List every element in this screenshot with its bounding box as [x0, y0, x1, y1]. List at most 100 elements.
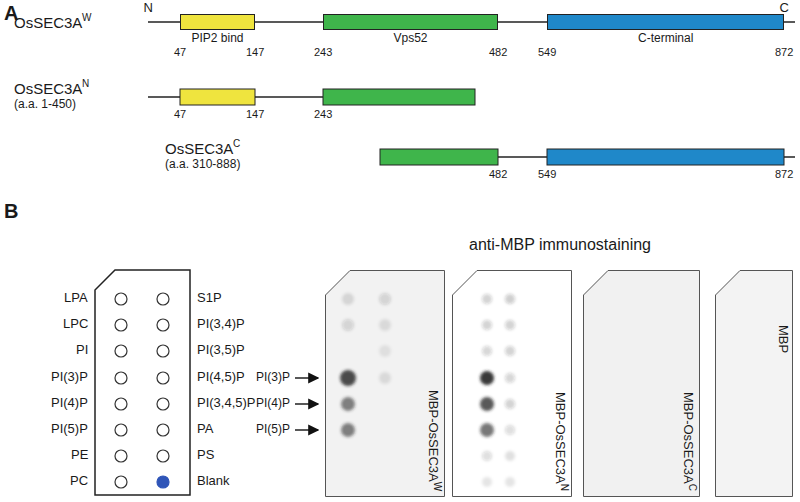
blot-label-text: W — [432, 482, 443, 491]
label-text: PI(3,4,5)P — [197, 396, 256, 411]
blot-label-text: N — [559, 484, 570, 491]
label-text: LPC — [63, 317, 88, 332]
label-text: PS — [197, 448, 214, 463]
blot-border — [326, 271, 445, 497]
label-text: PI — [76, 343, 88, 358]
blot-membrane: MBP-OsSEC3AC — [583, 270, 700, 497]
blot-spot — [379, 319, 391, 331]
domain-box — [547, 149, 784, 165]
domain-name: C-terminal — [638, 32, 693, 46]
label-text: 47 — [174, 46, 186, 59]
domain-name: Vps52 — [394, 32, 428, 46]
domain-box: C-terminal — [547, 14, 784, 30]
label-text: LPA — [64, 291, 88, 306]
label-text: 549 — [538, 46, 556, 59]
label-text: C — [780, 1, 789, 16]
label-text: 243 — [314, 108, 332, 121]
label-text: (a.a. 1-450) — [14, 98, 76, 112]
label-text: 147 — [246, 108, 264, 121]
blot-spot — [505, 399, 515, 409]
blot-spot — [379, 293, 391, 305]
blot-spot — [379, 345, 391, 357]
blot-spot — [505, 477, 515, 487]
label-text: 549 — [538, 168, 556, 181]
label-text: PA — [197, 422, 213, 437]
blot-membrane: MBP — [715, 270, 793, 497]
blot-outline — [715, 270, 793, 497]
blot-spot — [505, 425, 515, 435]
blot-spot — [505, 320, 515, 330]
superscript: W — [82, 12, 91, 24]
label-text: 243 — [314, 46, 332, 59]
blot-spot — [342, 319, 354, 331]
label-text: OsSEC3A — [14, 14, 82, 31]
label-text: PI(4,5)P — [197, 370, 245, 385]
panel-letter: B — [4, 200, 18, 223]
blot-spot — [379, 372, 391, 384]
label-text: PE — [71, 448, 88, 463]
domain-box: Vps52 — [323, 14, 498, 30]
blot-spot — [505, 294, 515, 304]
blot-border — [584, 271, 700, 497]
blot-spot — [482, 320, 492, 330]
label-text: 872 — [775, 46, 793, 59]
domain-box — [180, 89, 255, 105]
blot-label-text: MBP-OsSEC3A — [681, 392, 696, 484]
label-text: 482 — [489, 168, 507, 181]
label-text: (a.a. 310-888) — [165, 158, 240, 172]
blot-membrane: MBP-OsSEC3AN — [452, 270, 572, 497]
label-text: 482 — [489, 46, 507, 59]
superscript: C — [233, 138, 240, 150]
label-text: OsSEC3A — [165, 140, 233, 157]
label-text: OsSEC3A — [14, 80, 82, 97]
blot-label: MBP — [775, 325, 790, 353]
blot-spot — [480, 397, 494, 411]
blot-border — [453, 271, 572, 497]
blot-spot — [341, 423, 355, 437]
membrane-strip — [95, 270, 190, 495]
label-text: PC — [70, 474, 88, 489]
label-text: anti-MBP immunostaining — [469, 236, 651, 254]
blot-label: MBP-OsSEC3AN — [552, 392, 569, 491]
blot-spot — [505, 451, 515, 461]
blot-spot — [505, 346, 515, 356]
label-text: PI(4)P — [256, 397, 290, 411]
blot-border — [716, 271, 793, 497]
blot-spot — [482, 451, 492, 461]
label-text: PI(3,5)P — [197, 343, 245, 358]
blot-spot — [341, 397, 355, 411]
domain-box: PIP2 bind — [180, 14, 255, 30]
label-text: PI(3)P — [51, 370, 88, 385]
label-text: PI(5)P — [256, 423, 290, 437]
blot-spot — [482, 346, 492, 356]
superscript: N — [82, 78, 89, 90]
domain-box — [323, 89, 475, 105]
label-text: PI(4)P — [51, 396, 88, 411]
domain-name: PIP2 bind — [192, 32, 244, 46]
label-text: 47 — [174, 108, 186, 121]
label-text: PI(3)P — [256, 371, 290, 385]
label-text: N — [144, 1, 153, 16]
blot-label-text: C — [687, 484, 698, 491]
blot-spot — [342, 293, 354, 305]
blot-label-text: MBP-OsSEC3A — [426, 390, 441, 482]
label-text: Blank — [197, 474, 230, 489]
blot-label-text: MBP-OsSEC3A — [553, 392, 568, 484]
label-text: 872 — [775, 168, 793, 181]
blot-spot — [482, 477, 492, 487]
label-text: 147 — [246, 46, 264, 59]
blot-spot — [480, 371, 494, 385]
blot-spot — [482, 294, 492, 304]
blot-label: MBP-OsSEC3AC — [680, 392, 697, 491]
blot-label: MBP-OsSEC3AW — [425, 390, 442, 491]
label-text: PI(5)P — [51, 422, 88, 437]
blot-spot — [480, 423, 494, 437]
blot-spot — [505, 373, 515, 383]
domain-box — [380, 149, 498, 165]
pointer-arrows — [295, 378, 318, 430]
blot-spot — [340, 370, 356, 386]
blot-label-text: MBP — [776, 325, 791, 353]
label-text: PI(3,4)P — [197, 317, 245, 332]
label-text: S1P — [197, 291, 222, 306]
blot-membrane: MBP-OsSEC3AW — [325, 270, 445, 497]
